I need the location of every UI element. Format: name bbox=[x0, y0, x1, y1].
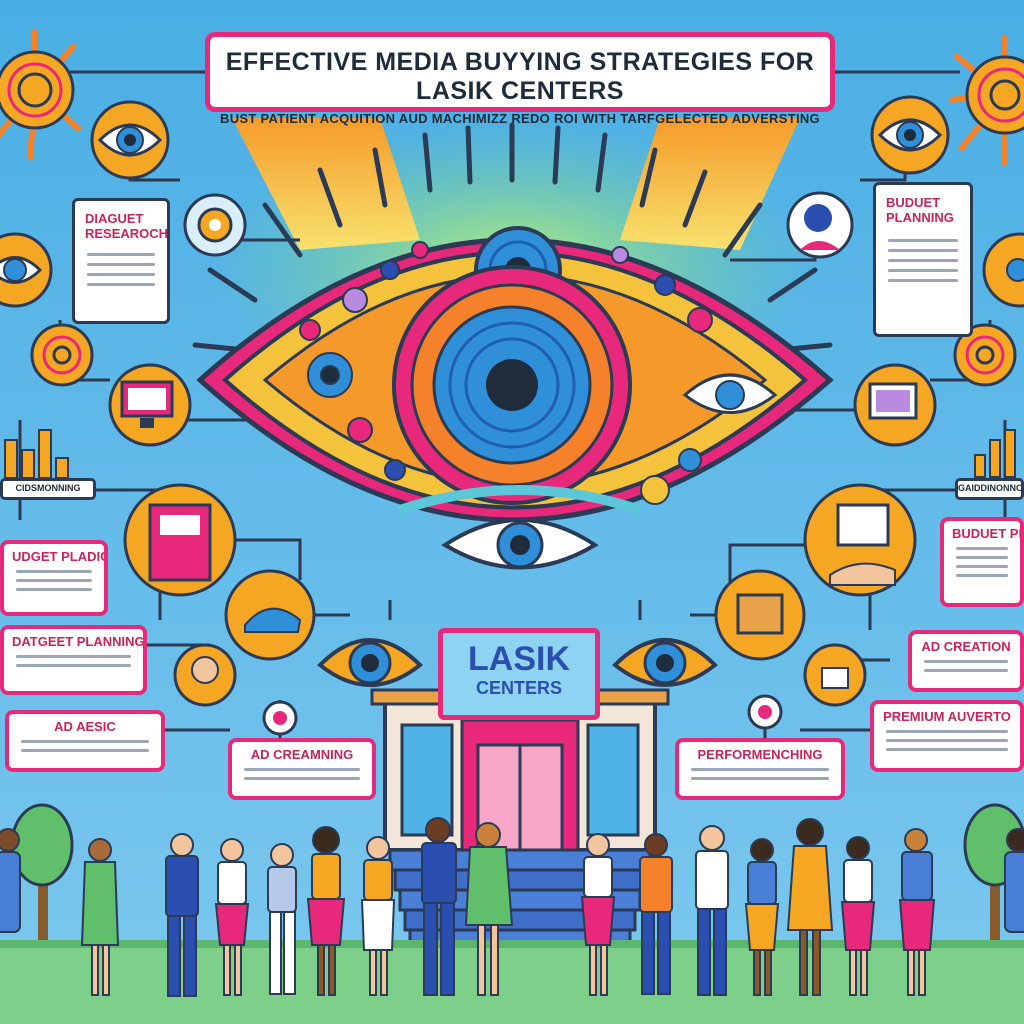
eye-icon bbox=[317, 638, 423, 687]
target-icon bbox=[262, 700, 298, 736]
label-card-budget-platform: UDGET PLADIOM bbox=[0, 540, 108, 616]
swirl-icon bbox=[953, 323, 1017, 387]
label-card-ad-creaming: AD CREAMNING bbox=[228, 738, 376, 800]
small-tag-left: CIDSMONNING bbox=[0, 478, 96, 500]
small-tag-right: GAIDDINONNOH bbox=[955, 478, 1024, 500]
label-text: AD CREATION bbox=[921, 639, 1011, 654]
people-icon bbox=[0, 817, 1024, 997]
target-icon bbox=[747, 694, 783, 730]
label-card-ad-aesthetic: AD AESIC bbox=[5, 710, 165, 772]
text-line bbox=[16, 579, 92, 582]
text-line bbox=[87, 263, 155, 266]
ground-edge bbox=[0, 940, 1024, 948]
text-line bbox=[888, 279, 958, 282]
sign-line-1: LASIK bbox=[468, 640, 570, 678]
label-card-premium-advertising: PREMIUM AUVERTO bbox=[870, 700, 1024, 772]
label-text: DATGEET PLANNING bbox=[12, 634, 145, 649]
text-line bbox=[16, 655, 131, 658]
text-line bbox=[691, 768, 829, 771]
bar-chart-icon bbox=[974, 429, 1016, 478]
text-line bbox=[886, 730, 1008, 733]
label-card-budget-p: BUDUET PL bbox=[940, 517, 1024, 607]
eye-icon bbox=[0, 232, 53, 308]
brochure-icon bbox=[123, 483, 237, 597]
document-label: DIAGUET RESEAROCH bbox=[85, 211, 169, 241]
central-eye bbox=[196, 226, 834, 570]
text-line bbox=[956, 565, 1008, 568]
document-label: BUDUET PLANNING bbox=[886, 195, 954, 225]
text-line bbox=[244, 768, 360, 771]
title-banner: EFFECTIVE MEDIA BUYYING STRATEGIES FOR L… bbox=[205, 32, 835, 126]
text-line bbox=[888, 239, 958, 242]
page-subtitle: BUST PATIENT ACQUITION AUD MACHIMIZZ RED… bbox=[220, 111, 820, 126]
text-line bbox=[87, 273, 155, 276]
text-line bbox=[888, 259, 958, 262]
text-line bbox=[691, 777, 829, 780]
text-line bbox=[16, 664, 131, 667]
document-card-budget-planning: BUDUET PLANNING bbox=[873, 182, 973, 337]
text-line bbox=[924, 660, 1008, 663]
label-text: PERFORMENCHING bbox=[697, 747, 823, 762]
label-text: PREMIUM AUVERTO bbox=[883, 709, 1011, 724]
label-card-target-planning: DATGEET PLANNING bbox=[0, 625, 147, 695]
avatar-icon bbox=[173, 643, 237, 707]
eye-icon bbox=[982, 232, 1024, 308]
text-line bbox=[956, 556, 1008, 559]
camera-lens-icon bbox=[183, 193, 247, 257]
ground bbox=[0, 945, 1024, 1024]
text-line bbox=[21, 740, 149, 743]
eye-icon bbox=[90, 100, 170, 180]
text-line bbox=[924, 669, 1008, 672]
text-line bbox=[87, 253, 155, 256]
box-icon bbox=[714, 569, 806, 661]
text-line bbox=[16, 570, 92, 573]
text-line bbox=[956, 574, 1008, 577]
text-line bbox=[888, 249, 958, 252]
label-text: UDGET PLADIOM bbox=[12, 549, 104, 564]
document-card-budget-research: DIAGUET RESEAROCH bbox=[72, 198, 170, 324]
text-line bbox=[886, 739, 1008, 742]
monitor-icon bbox=[108, 363, 192, 447]
eye-icon bbox=[870, 95, 950, 175]
text-line bbox=[16, 588, 92, 591]
eyelashes bbox=[192, 122, 833, 353]
headset-icon bbox=[786, 191, 854, 259]
text-line bbox=[888, 269, 958, 272]
monitor-icon bbox=[853, 363, 937, 447]
building-sign: LASIK CENTERS bbox=[438, 628, 600, 720]
label-text: AD AESIC bbox=[54, 719, 116, 734]
text-line bbox=[244, 777, 360, 780]
label-text: AD CREAMNING bbox=[250, 747, 354, 762]
shoe-icon bbox=[224, 569, 316, 661]
sign-line-2: CENTERS bbox=[475, 678, 562, 698]
page-title: EFFECTIVE MEDIA BUYYING STRATEGIES FOR L… bbox=[225, 48, 815, 105]
swirl-icon bbox=[30, 323, 94, 387]
text-line bbox=[886, 748, 1008, 751]
eye-icon bbox=[612, 638, 718, 687]
sun-icon bbox=[0, 30, 82, 161]
text-line bbox=[21, 749, 149, 752]
hand-card-icon bbox=[803, 483, 917, 597]
label-card-ad-creation: AD CREATION bbox=[908, 630, 1024, 692]
label-card-performance: PERFORMENCHING bbox=[675, 738, 845, 800]
label-text: BUDUET PL bbox=[952, 526, 1024, 541]
sun-icon bbox=[949, 35, 1024, 165]
text-line bbox=[956, 547, 1008, 550]
text-line bbox=[87, 283, 155, 286]
building-icon bbox=[370, 688, 670, 952]
avatar-icon bbox=[803, 643, 867, 707]
light-beam-right bbox=[620, 118, 800, 250]
